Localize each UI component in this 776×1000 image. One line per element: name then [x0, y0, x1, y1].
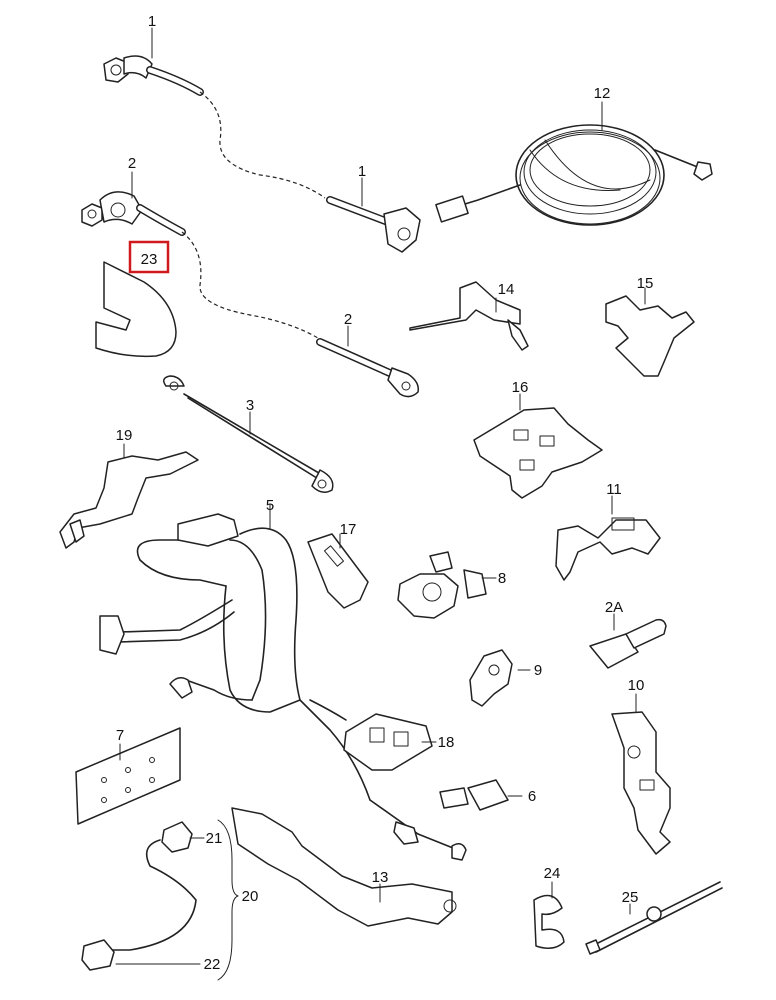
callout-5: 5	[266, 497, 274, 514]
part-6-connector	[439, 779, 523, 811]
part-21-22-sensor-lead	[81, 819, 239, 981]
part-13-cable-bracket	[231, 807, 457, 927]
part-25-cable-tie	[585, 881, 723, 955]
part-24-clip	[533, 881, 565, 949]
callout-23: 23	[141, 251, 158, 268]
part-17-fuse-holder	[307, 533, 369, 609]
callout-7: 7	[116, 727, 124, 744]
callout-15: 15	[637, 275, 654, 292]
part-18-cover	[343, 713, 437, 771]
callout-19: 19	[116, 427, 133, 444]
callout-13: 13	[372, 869, 389, 886]
callout-22: 22	[204, 956, 221, 973]
part-3-ground-strap	[163, 375, 334, 493]
part-1-battery-cable	[103, 27, 421, 253]
callout-18: 18	[438, 734, 455, 751]
callout-3: 3	[246, 397, 254, 414]
part-23-insulating-cover	[95, 261, 177, 358]
part-12-coiled-cable	[435, 101, 713, 226]
part-9-terminal-clamp	[469, 649, 531, 707]
callout-2a: 2	[128, 155, 136, 172]
part-16-mounting-plate	[473, 393, 603, 499]
callout-11: 11	[606, 481, 622, 498]
part-8-battery-terminal	[397, 551, 497, 619]
highlight-box-23	[128, 240, 170, 274]
callout-21: 21	[206, 830, 223, 847]
callout-2A: 2A	[605, 599, 623, 616]
part-5-wiring-harness	[99, 503, 467, 861]
part-15-bracket	[605, 287, 695, 377]
callout-20: 20	[242, 888, 259, 905]
callout-16: 16	[512, 379, 529, 396]
callout-24: 24	[544, 865, 561, 882]
callout-12: 12	[594, 85, 611, 102]
callout-10: 10	[628, 677, 645, 694]
callout-9: 9	[534, 662, 542, 679]
callout-17: 17	[340, 521, 357, 538]
callout-6: 6	[528, 788, 536, 805]
part-2A-connector	[589, 613, 667, 669]
callout-8: 8	[498, 570, 506, 587]
part-10-bracket	[611, 693, 671, 855]
callout-labels: 1 1 2 2 23 12 14 15 3 16 19 5 17 11 8 2A…	[116, 13, 654, 973]
part-7-plate	[75, 727, 181, 825]
callout-2b: 2	[344, 311, 352, 328]
callout-25: 25	[622, 889, 639, 906]
part-14-bracket	[409, 281, 529, 351]
part-2-ground-cable	[81, 171, 420, 398]
callout-1b: 1	[358, 163, 366, 180]
callout-1a: 1	[148, 13, 156, 30]
part-19-holder	[59, 443, 199, 549]
callout-14: 14	[498, 281, 515, 298]
part-11-bracket	[555, 495, 661, 581]
